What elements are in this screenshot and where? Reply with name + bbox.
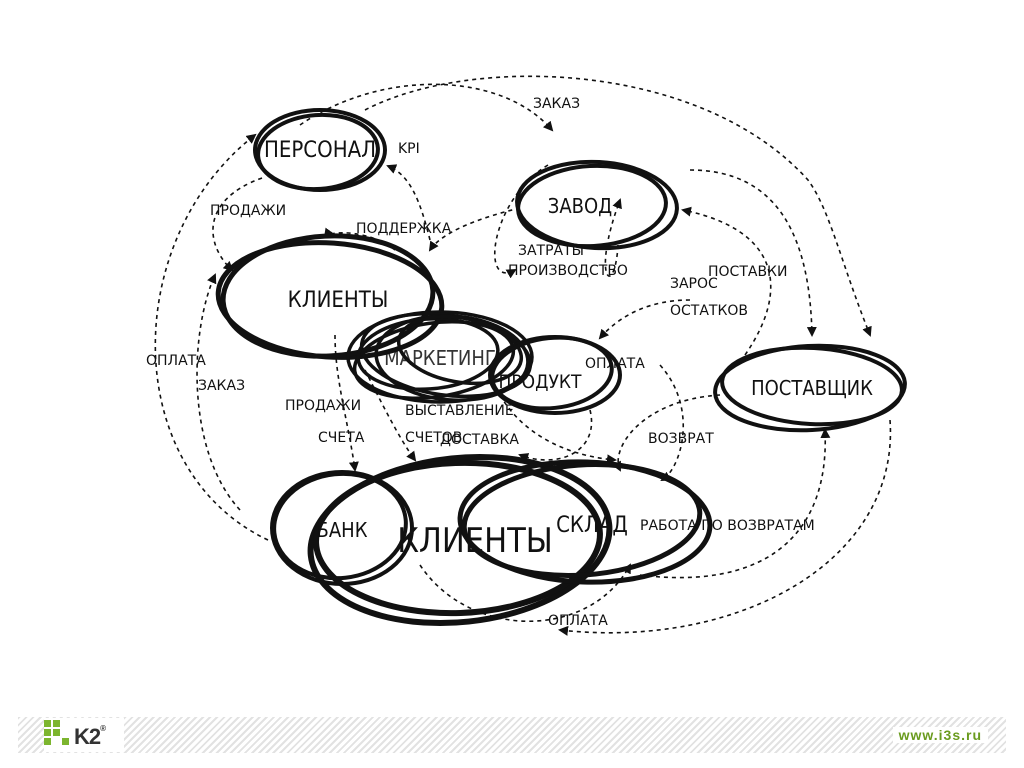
arrow-prodazhi	[334, 334, 359, 472]
node-bank-label: БАНК	[317, 518, 368, 542]
edge-label-oplata-mid: ОПЛАТА	[585, 356, 645, 372]
arrow-left-inner	[196, 273, 241, 511]
edge-label-postavka: ДОСТАВКА	[440, 432, 519, 448]
edge-label-vystavlenie: ВЫСТАВЛЕНИЕ	[405, 403, 514, 419]
node-klienty-big-label: КЛИЕНТЫ	[397, 521, 553, 561]
arrow-left-outer-up	[154, 133, 269, 541]
arrow-sklad-to-postavshik	[639, 428, 831, 579]
edge-label-zakaz-top: ЗАКАЗ	[533, 96, 580, 112]
arrow-postavshik-to-sklad	[659, 364, 684, 481]
arrow-zakaz	[299, 83, 554, 132]
edge-label-zatraty: ЗАТРАТЫ	[518, 243, 584, 259]
k2-logo: K2®	[44, 718, 124, 752]
edge-label-podderzhka: ПОДДЕРЖКА	[356, 221, 452, 237]
arrow-bottom-oplata	[419, 563, 631, 623]
arrow-right-outer	[558, 419, 892, 636]
klienty-big-node-shape	[307, 453, 613, 627]
k2-logo-text: K2®	[74, 724, 106, 749]
personal-node-shape	[253, 108, 387, 192]
edge-label-kpi: KPI	[398, 141, 420, 157]
node-sklad-label: СКЛАД	[556, 513, 628, 538]
node-klienty-top-label: КЛИЕНТЫ	[288, 288, 389, 313]
connection-arrows	[154, 75, 892, 636]
arrow-kpi	[386, 164, 431, 241]
node-personal-label: ПЕРСОНАЛ	[264, 138, 376, 163]
node-labels: ПЕРСОНАЛ ЗАВОД КЛИЕНТЫ МАРКЕТИНГ ПРОДУКТ…	[264, 138, 873, 561]
zavod-node-shape	[515, 159, 679, 251]
arrow-vozvrat	[611, 394, 721, 472]
produkt-node-shape	[488, 335, 622, 415]
edge-labels: ЗАКАЗ KPI ПРОДАЖИ ПОДДЕРЖКА ЗАТРАТЫ ПРОИ…	[146, 96, 815, 629]
postavshik-node-shape	[713, 343, 907, 433]
edge-label-zapros: ЗАРОС	[670, 276, 718, 292]
arrow-ostatki-to-produkt	[598, 299, 691, 340]
edge-label-scheta: СЧЕТА	[318, 430, 365, 446]
edge-label-prodazhi-left: ПРОДАЖИ	[210, 203, 286, 219]
edge-label-zakaz-left: ЗАКАЗ	[198, 378, 245, 394]
node-postavshik-label: ПОСТАВЩИК	[751, 376, 873, 400]
node-zavod-label: ЗАВОД	[548, 194, 612, 218]
edge-label-schetov: СЧЕТОВ	[405, 430, 462, 446]
sklad-node-shape	[457, 459, 713, 585]
edge-label-oplata-bottom: ОПЛАТА	[548, 613, 608, 629]
arrow-produkt-loop	[518, 409, 593, 463]
edge-label-rabota: РАБОТА ПО ВОЗВРАТАМ	[640, 518, 815, 534]
footer-bar	[18, 717, 1006, 753]
edge-label-oplata-left: ОПЛАТА	[146, 353, 206, 369]
website-link[interactable]: www.i3s.ru	[892, 727, 988, 743]
ecosystem-diagram: ПЕРСОНАЛ ЗАВОД КЛИЕНТЫ МАРКЕТИНГ ПРОДУКТ…	[146, 75, 907, 636]
edge-label-prodazhi-mid: ПРОДАЖИ	[285, 398, 361, 414]
arrow-scheta-down	[364, 369, 417, 462]
edge-label-vozvrat: ВОЗВРАТ	[648, 431, 714, 447]
node-scribble-label: МАРКЕТИНГ	[384, 346, 496, 370]
arrow-zavod-down	[604, 198, 622, 277]
klienty-top-node-shape	[215, 233, 445, 360]
edge-label-ostatkov: ОСТАТКОВ	[670, 303, 748, 319]
edge-label-proizvodstvo: ПРОИЗВОДСТВО	[508, 263, 628, 279]
arrow-top-arc	[364, 75, 872, 337]
node-shapes	[215, 108, 907, 627]
edge-label-postavki: ПОСТАВКИ	[708, 264, 787, 280]
arrow-to-zavod	[681, 206, 772, 356]
node-produkt-label: ПРОДУКТ	[499, 371, 583, 393]
